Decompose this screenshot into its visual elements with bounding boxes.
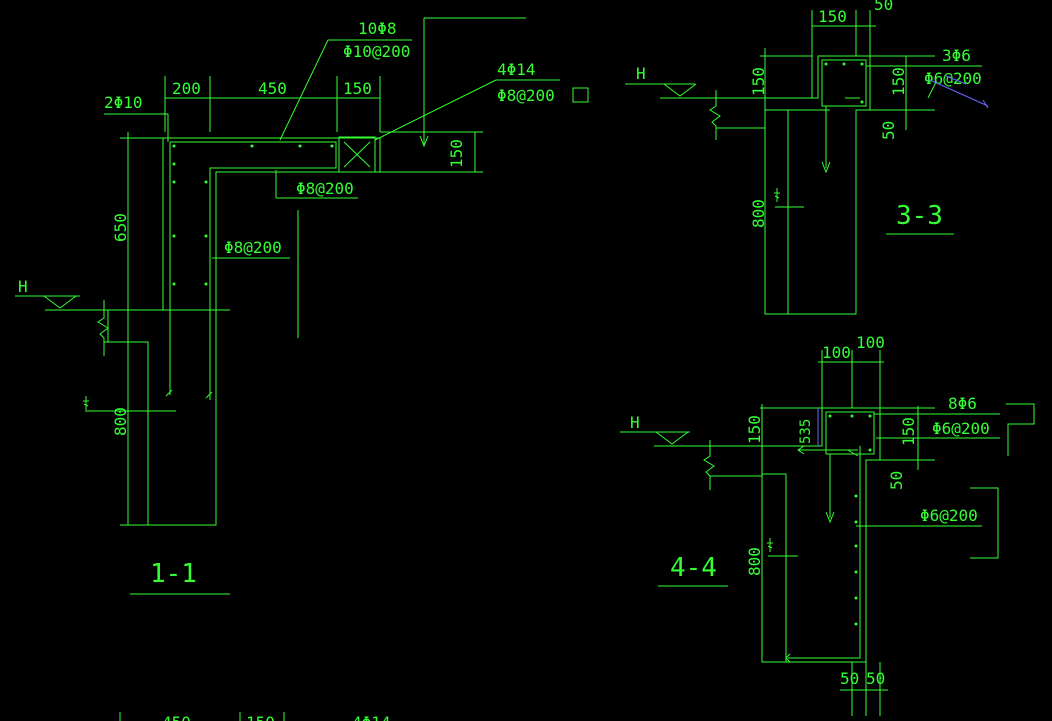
symbol-box (572, 87, 589, 103)
elevation-symbol (774, 188, 780, 202)
dim-150-right: 150 (889, 67, 908, 96)
section-3-3-title: 3-3 (896, 201, 943, 231)
dim-800: 800 (749, 199, 768, 228)
elevation-symbol (83, 396, 89, 410)
water-level-triangle (43, 295, 77, 309)
rebar-hook (205, 391, 213, 399)
blue-tick (982, 99, 989, 109)
dim-535: 535 (798, 419, 814, 444)
break-symbol (709, 90, 721, 140)
rebar-tie (847, 449, 859, 457)
water-level-triangle (655, 431, 689, 445)
dim-150-right: 150 (899, 417, 918, 446)
section-4-4-outline (761, 404, 881, 663)
rebar-hook (165, 389, 173, 397)
edge-beam-cage (821, 59, 867, 107)
label-phi6-200-top: Φ6@200 (932, 419, 990, 438)
label-3phi6: 3Φ6 (942, 46, 971, 65)
rebar-dots (172, 144, 334, 286)
water-level-label: H (636, 64, 646, 83)
dim-50-top: 50 (874, 0, 893, 14)
arrow (797, 445, 805, 455)
leader (927, 81, 937, 99)
detail-bracket (970, 487, 999, 559)
rebar-cage (788, 446, 861, 659)
label-8phi6: 8Φ6 (948, 394, 977, 413)
dim-150-left: 150 (749, 67, 768, 96)
bottom-label-bars: 4Φ14 (352, 713, 391, 721)
blue-leader (929, 79, 989, 107)
label-4phi14: 4Φ14 (497, 60, 536, 79)
dim-150-side: 150 (447, 139, 466, 168)
label-phi8-200-beam: Φ8@200 (497, 86, 555, 105)
dim-150-top: 150 (343, 79, 372, 98)
bottom-dim-150: 150 (246, 713, 275, 721)
dim-800: 800 (111, 407, 130, 436)
dim-150-left: 150 (745, 415, 764, 444)
bottom-partial-section: 450 150 4Φ14 (119, 712, 391, 721)
water-level-triangle (663, 83, 697, 97)
arrow (419, 135, 429, 148)
leader (374, 79, 497, 141)
water-level-label: H (18, 277, 28, 296)
dim-800: 800 (745, 547, 764, 576)
rebar-dots (824, 62, 864, 104)
corner-box-cross (343, 141, 371, 168)
edge-beam-cage (825, 411, 875, 455)
dim-150-top: 150 (818, 7, 847, 26)
rebar-dots (828, 414, 872, 626)
dim-50-right: 50 (887, 471, 906, 490)
section-4-4-title: 4-4 (670, 553, 717, 583)
dim-50-bottom-b: 50 (866, 669, 885, 688)
blue-mark (945, 75, 967, 85)
label-phi8-200-a: Φ8@200 (296, 179, 354, 198)
bottom-dim-450: 450 (162, 713, 191, 721)
dim-100-b: 100 (856, 333, 885, 352)
label-phi8-200-b: Φ8@200 (224, 238, 282, 257)
section-1-1: 200 450 150 150 650 800 H 2Φ10 10Φ8 Φ10@… (15, 17, 589, 595)
section-4-4: 100 100 150 800 535 150 50 50 50 8Φ6 Φ6@… (620, 333, 1035, 716)
detail-hook-symbol (1006, 403, 1035, 456)
water-level-label: H (630, 413, 640, 432)
dim-50-right: 50 (879, 121, 898, 140)
dim-650: 650 (111, 213, 130, 242)
section-1-1-title: 1-1 (150, 559, 197, 589)
leader (279, 39, 329, 141)
label-10phi8: 10Φ8 (358, 19, 397, 38)
dim-450: 450 (258, 79, 287, 98)
break-symbol (703, 440, 715, 490)
label-phi6-200-side: Φ6@200 (920, 506, 978, 525)
corner-box (338, 136, 376, 173)
label-2phi10: 2Φ10 (104, 93, 143, 112)
elevation-symbol (767, 538, 773, 552)
arrow (785, 653, 791, 663)
arrow (825, 511, 835, 524)
rebar-cage (169, 141, 337, 400)
section-3-3: 150 50 150 800 150 50 3Φ6 Φ6@200 H 3-3 (625, 0, 989, 315)
label-phi10-200: Φ10@200 (343, 42, 410, 61)
dim-50-bottom-a: 50 (840, 669, 859, 688)
break-symbol (97, 300, 109, 356)
dim-100-a: 100 (822, 343, 851, 362)
section-3-3-outline (764, 48, 871, 315)
arrow (821, 161, 831, 174)
dim-200: 200 (172, 79, 201, 98)
